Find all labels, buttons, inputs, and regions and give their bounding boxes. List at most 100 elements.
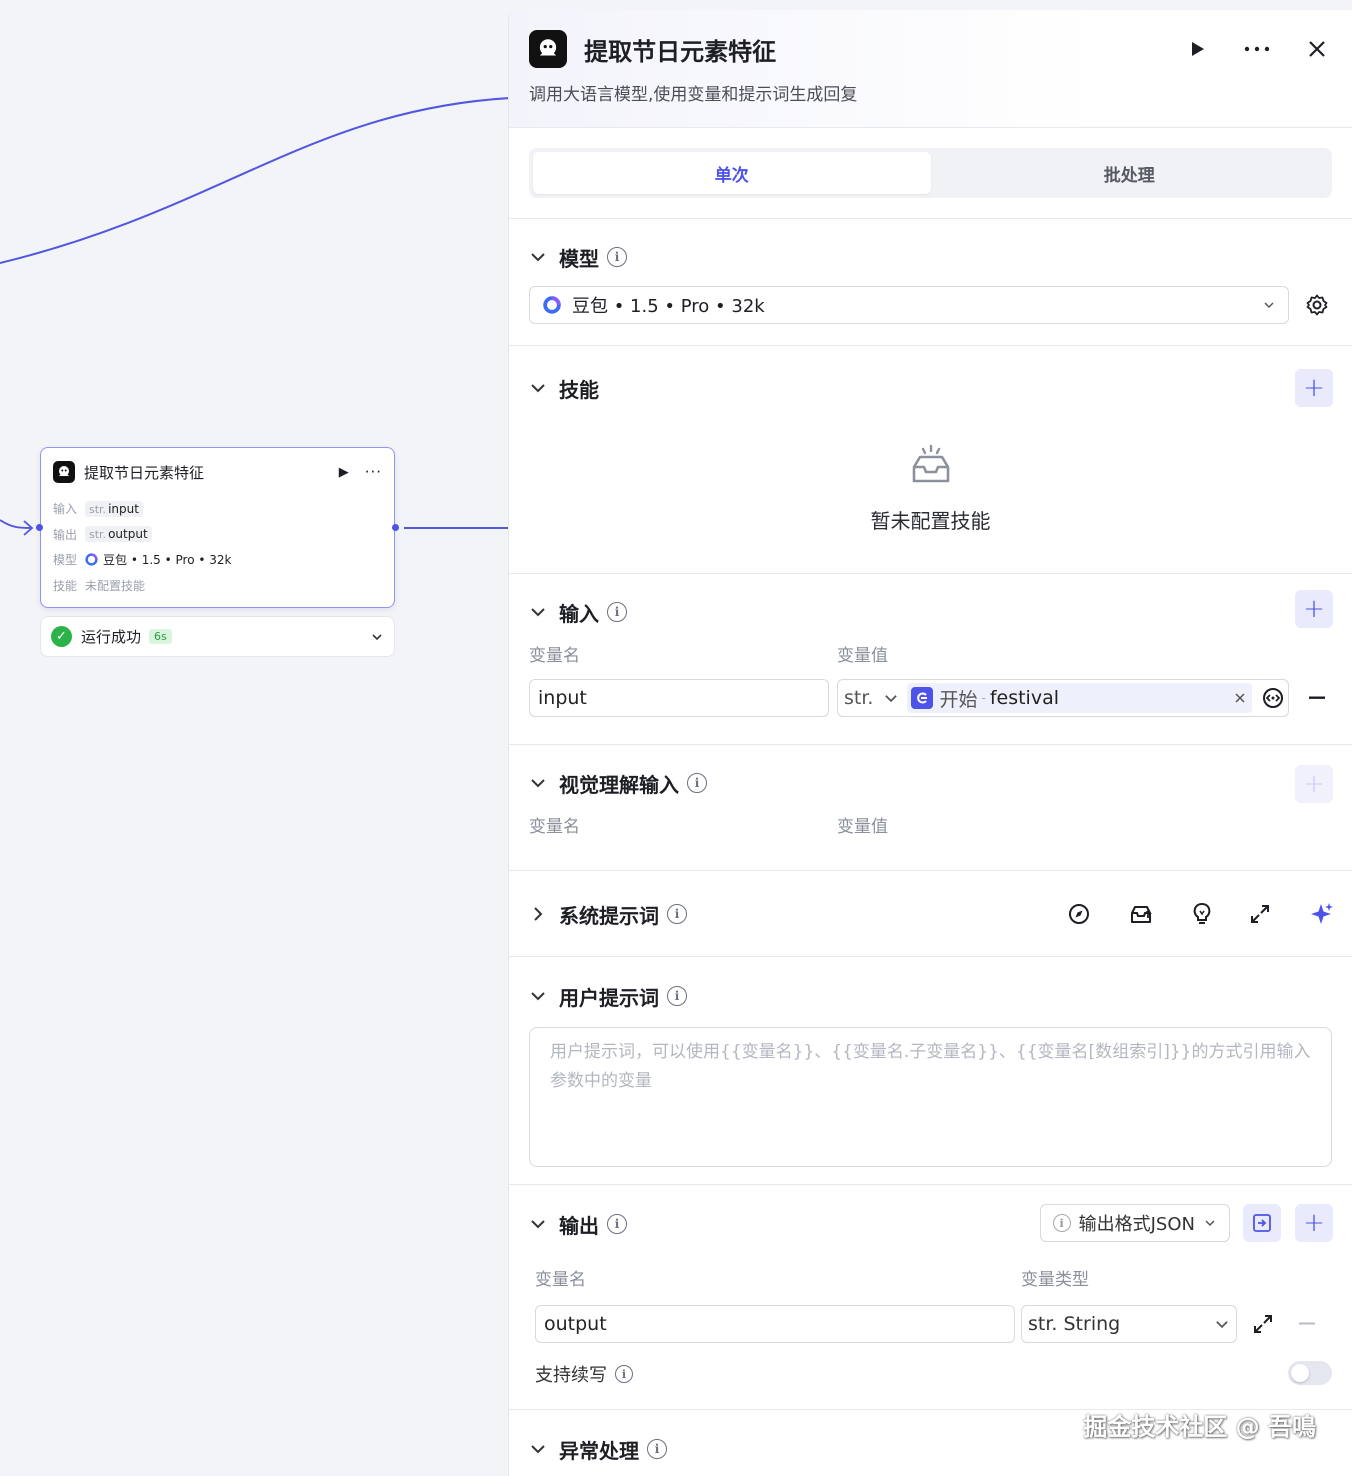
input-row: input str. 开始 - festival	[529, 679, 1332, 717]
model-select[interactable]: 豆包 • 1.5 • Pro • 32k	[529, 286, 1289, 324]
chevron-down-icon[interactable]	[529, 1215, 547, 1233]
node-title: 提取节日元素特征	[84, 463, 205, 482]
remove-row-icon[interactable]	[1299, 1322, 1315, 1326]
tab-batch[interactable]: 批处理	[1103, 165, 1155, 186]
variable-ref-chip[interactable]: 开始 - festival	[907, 683, 1252, 713]
type-select[interactable]: str.	[844, 687, 874, 709]
type-prefix: str.	[89, 528, 107, 542]
edge-in	[0, 519, 33, 529]
var-name: input	[108, 501, 139, 516]
output-row: output str. String	[529, 1305, 1332, 1343]
panel-description[interactable]: 调用大语言模型,使用变量和提示词生成回复	[529, 85, 858, 105]
node-model-row: 模型 豆包 • 1.5 • Pro • 32k	[41, 547, 394, 573]
chevron-down-icon[interactable]	[529, 379, 547, 397]
info-icon[interactable]: i	[607, 247, 627, 267]
output-var-name-field[interactable]: output	[535, 1305, 1015, 1343]
variable-picker-icon[interactable]	[1262, 687, 1284, 709]
info-icon[interactable]: i	[667, 986, 687, 1006]
streaming-row: 支持续写 i	[529, 1361, 1332, 1387]
remove-row-icon[interactable]	[1309, 696, 1325, 700]
section-title: 异常处理	[559, 1438, 639, 1463]
chevron-down-icon[interactable]	[529, 248, 547, 266]
run-icon[interactable]	[1184, 36, 1210, 62]
streaming-toggle[interactable]	[1288, 1361, 1332, 1385]
input-section: 输入 i + 变量名 变量值 input str. 开始 - festival	[509, 574, 1352, 745]
expand-icon[interactable]	[1253, 1314, 1273, 1334]
col-header-name: 变量名	[535, 1270, 586, 1290]
add-input-button[interactable]: +	[1295, 590, 1333, 628]
info-icon[interactable]: i	[607, 602, 627, 622]
section-title: 用户提示词	[559, 985, 659, 1010]
chevron-down-icon[interactable]	[883, 690, 899, 706]
lightbulb-icon[interactable]	[1192, 902, 1212, 926]
import-json-button[interactable]	[1243, 1204, 1281, 1242]
success-check-icon: ✓	[51, 626, 72, 647]
info-icon[interactable]: i	[647, 1439, 667, 1459]
node-output-chip: str.output	[85, 526, 152, 543]
info-icon[interactable]: i	[607, 1214, 627, 1234]
input-port[interactable]	[36, 524, 43, 531]
prompt-library-icon[interactable]	[1128, 903, 1154, 925]
doubao-icon	[85, 553, 98, 566]
llm-node-card[interactable]: 提取节日元素特征 ▶ ··· 输入 str.input 输出 str.outpu…	[36, 447, 399, 608]
chevron-down-icon[interactable]	[529, 774, 547, 792]
output-port[interactable]	[392, 524, 399, 531]
chevron-down-icon[interactable]	[529, 1440, 547, 1458]
expand-icon[interactable]	[1250, 904, 1270, 924]
close-icon[interactable]	[1304, 36, 1330, 62]
chevron-down-icon[interactable]	[370, 630, 384, 644]
workflow-canvas[interactable]: 提取节日元素特征 ▶ ··· 输入 str.input 输出 str.outpu…	[0, 0, 510, 1476]
settings-gear-icon[interactable]	[1305, 293, 1329, 317]
more-icon[interactable]	[1244, 36, 1270, 62]
watermark: 掘金技术社区 @ 吾鳴	[1083, 1413, 1316, 1441]
error-handling-section: 异常处理 i	[509, 1410, 1352, 1476]
node-config-panel: 提取节日元素特征 调用大语言模型,使用变量和提示词生成回复 单次 批处理 模型 …	[508, 10, 1352, 1476]
doubao-icon	[543, 296, 561, 314]
run-node-icon[interactable]: ▶	[338, 464, 349, 480]
input-var-name-field[interactable]: input	[529, 679, 829, 717]
skills-section: 技能 + 暂未配置技能	[509, 346, 1352, 574]
chevron-down-icon[interactable]	[529, 987, 547, 1005]
node-input-chip: str.input	[85, 500, 143, 517]
empty-box-icon	[912, 444, 949, 483]
output-format-select[interactable]: i 输出格式JSON	[1039, 1204, 1230, 1242]
run-status-bar[interactable]: ✓ 运行成功 6s	[40, 616, 395, 657]
add-skill-button[interactable]: +	[1295, 369, 1333, 407]
chevron-down-icon	[1216, 1321, 1228, 1329]
section-title: 技能	[559, 377, 599, 402]
node-output-row: 输出 str.output	[41, 522, 394, 548]
llm-logo-icon	[53, 461, 75, 483]
edge-layer	[0, 97, 510, 536]
ai-sparkle-icon[interactable]	[1308, 901, 1334, 927]
type-value: str. String	[1028, 1313, 1121, 1335]
compass-icon[interactable]	[1068, 903, 1090, 925]
edge-curve	[0, 97, 510, 264]
col-header-value: 变量值	[837, 817, 888, 837]
user-prompt-textarea[interactable]: 用户提示词，可以使用{{变量名}}、{{变量名.子变量名}}、{{变量名[数组索…	[529, 1027, 1332, 1167]
section-title: 视觉理解输入	[559, 772, 679, 797]
info-icon[interactable]: i	[687, 773, 707, 793]
user-prompt-section: 用户提示词 i 用户提示词，可以使用{{变量名}}、{{变量名.子变量名}}、{…	[509, 957, 1352, 1185]
more-icon[interactable]: ···	[364, 463, 382, 481]
chevron-right-icon[interactable]	[529, 905, 547, 923]
input-var-value-field[interactable]: str. 开始 - festival	[837, 679, 1289, 717]
clear-icon[interactable]	[1234, 692, 1246, 704]
status-text: 运行成功	[81, 628, 142, 646]
col-header-value: 变量值	[837, 646, 888, 666]
add-vision-input-button[interactable]: +	[1295, 765, 1333, 803]
empty-skill-text: 暂未配置技能	[870, 509, 991, 533]
start-node-icon	[911, 687, 934, 709]
node-skill-label: 技能	[53, 578, 78, 593]
output-type-select[interactable]: str. String	[1021, 1305, 1237, 1343]
ref-var: festival	[989, 687, 1059, 709]
tab-single[interactable]: 单次	[533, 152, 931, 194]
chevron-down-icon[interactable]	[529, 603, 547, 621]
streaming-label: 支持续写	[535, 1365, 607, 1386]
section-title: 系统提示词	[559, 903, 659, 928]
info-icon[interactable]: i	[667, 904, 687, 924]
var-name: output	[108, 527, 148, 542]
node-model-value: 豆包 • 1.5 • Pro • 32k	[103, 553, 232, 568]
add-output-button[interactable]: +	[1295, 1204, 1333, 1242]
info-icon[interactable]: i	[615, 1365, 633, 1383]
panel-title[interactable]: 提取节日元素特征	[584, 37, 777, 66]
